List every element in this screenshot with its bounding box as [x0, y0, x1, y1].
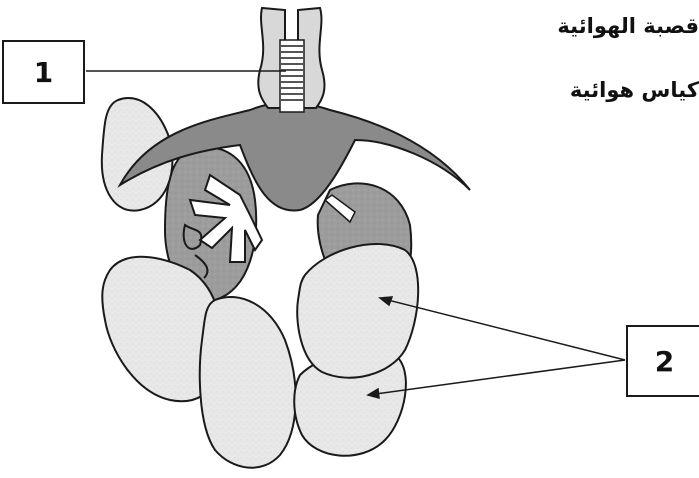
label-box-1: 1	[2, 40, 85, 104]
air-sac-right-upper	[297, 244, 418, 378]
label-number-2: 2	[655, 345, 674, 378]
side-text-trachea: قصبة الهوائية	[557, 14, 699, 38]
trachea	[258, 8, 324, 112]
side-text-air-sacs: كياس هوائية	[570, 78, 699, 102]
label-box-2: 2	[626, 325, 699, 397]
air-sac-lower-middle	[200, 297, 296, 468]
label-number-1: 1	[34, 56, 53, 89]
